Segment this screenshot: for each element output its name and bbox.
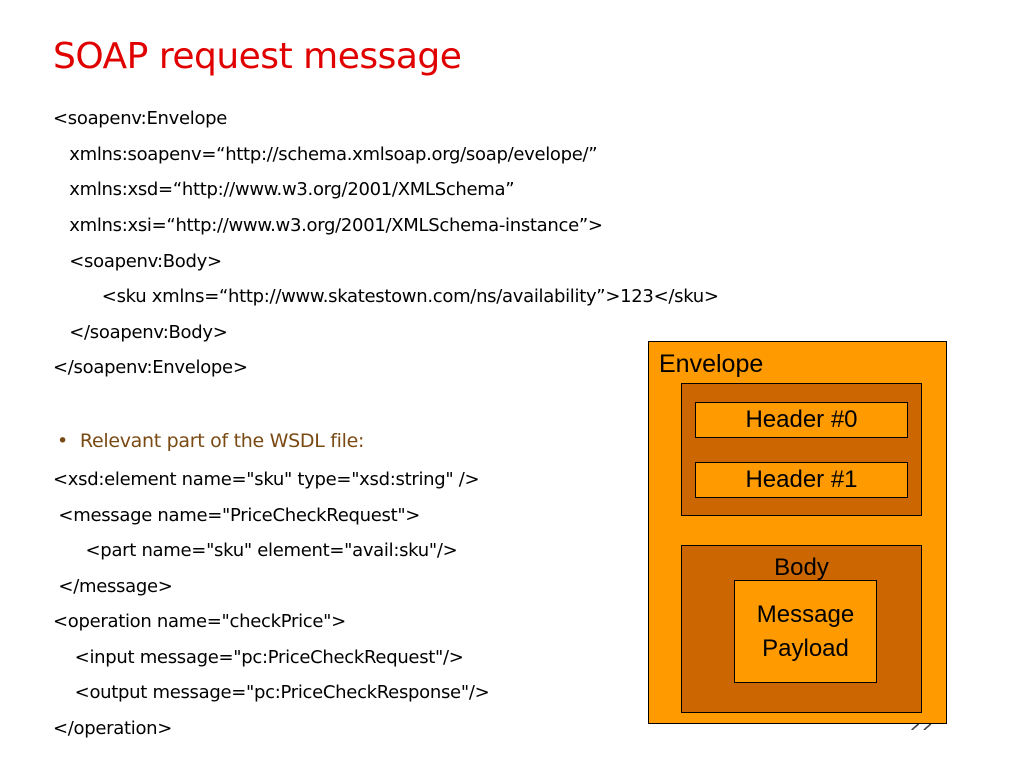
soap-line-2: xmlns:soapenv=“http://schema.xmlsoap.org… (53, 144, 598, 165)
wsdl-bullet: • Relevant part of the WSDL file: (57, 430, 364, 452)
wsdl-line-6: <input message="pc:PriceCheckRequest"/> (53, 647, 464, 668)
soap-line-1: <soapenv:Envelope (53, 108, 228, 129)
wsdl-line-8: </operation> (53, 718, 173, 739)
message-payload-box: Message Payload (734, 580, 877, 683)
payload-line-1: Message (756, 600, 855, 628)
soap-line-5: <soapenv:Body> (53, 251, 222, 272)
body-label: Body (774, 554, 829, 581)
header-0-box: Header #0 (695, 402, 908, 438)
wsdl-line-3: <part name="sku" element="avail:sku"/> (53, 540, 458, 561)
wsdl-line-5: <operation name="checkPrice"> (53, 611, 346, 632)
envelope-box: Envelope Header #0 Header #1 Body Messag… (648, 341, 947, 724)
soap-envelope-diagram: Envelope Header #0 Header #1 Body Messag… (648, 341, 947, 724)
wsdl-line-4: </message> (53, 576, 173, 597)
header-1-box: Header #1 (695, 462, 908, 498)
bullet-dot: • (57, 430, 68, 452)
envelope-label: Envelope (659, 350, 764, 378)
soap-line-7: </soapenv:Body> (53, 322, 228, 343)
soap-line-3: xmlns:xsd=“http://www.w3.org/2001/XMLSch… (53, 179, 515, 200)
payload-line-2: Payload (762, 634, 849, 662)
bullet-text: Relevant part of the WSDL file: (79, 430, 365, 452)
soap-line-6: <sku xmlns=“http://www.skatestown.com/ns… (53, 286, 719, 307)
body-container: Body Message Payload (681, 545, 922, 713)
soap-line-8: </soapenv:Envelope> (53, 357, 248, 378)
soap-line-4: xmlns:xsi=“http://www.w3.org/2001/XMLSch… (53, 215, 603, 236)
wsdl-line-7: <output message="pc:PriceCheckResponse"/… (53, 682, 490, 703)
slide-title: SOAP request message (53, 36, 462, 77)
header-container: Header #0 Header #1 (681, 383, 922, 516)
wsdl-line-1: <xsd:element name="sku" type="xsd:string… (53, 469, 480, 490)
wsdl-line-2: <message name="PriceCheckRequest"> (53, 505, 421, 526)
